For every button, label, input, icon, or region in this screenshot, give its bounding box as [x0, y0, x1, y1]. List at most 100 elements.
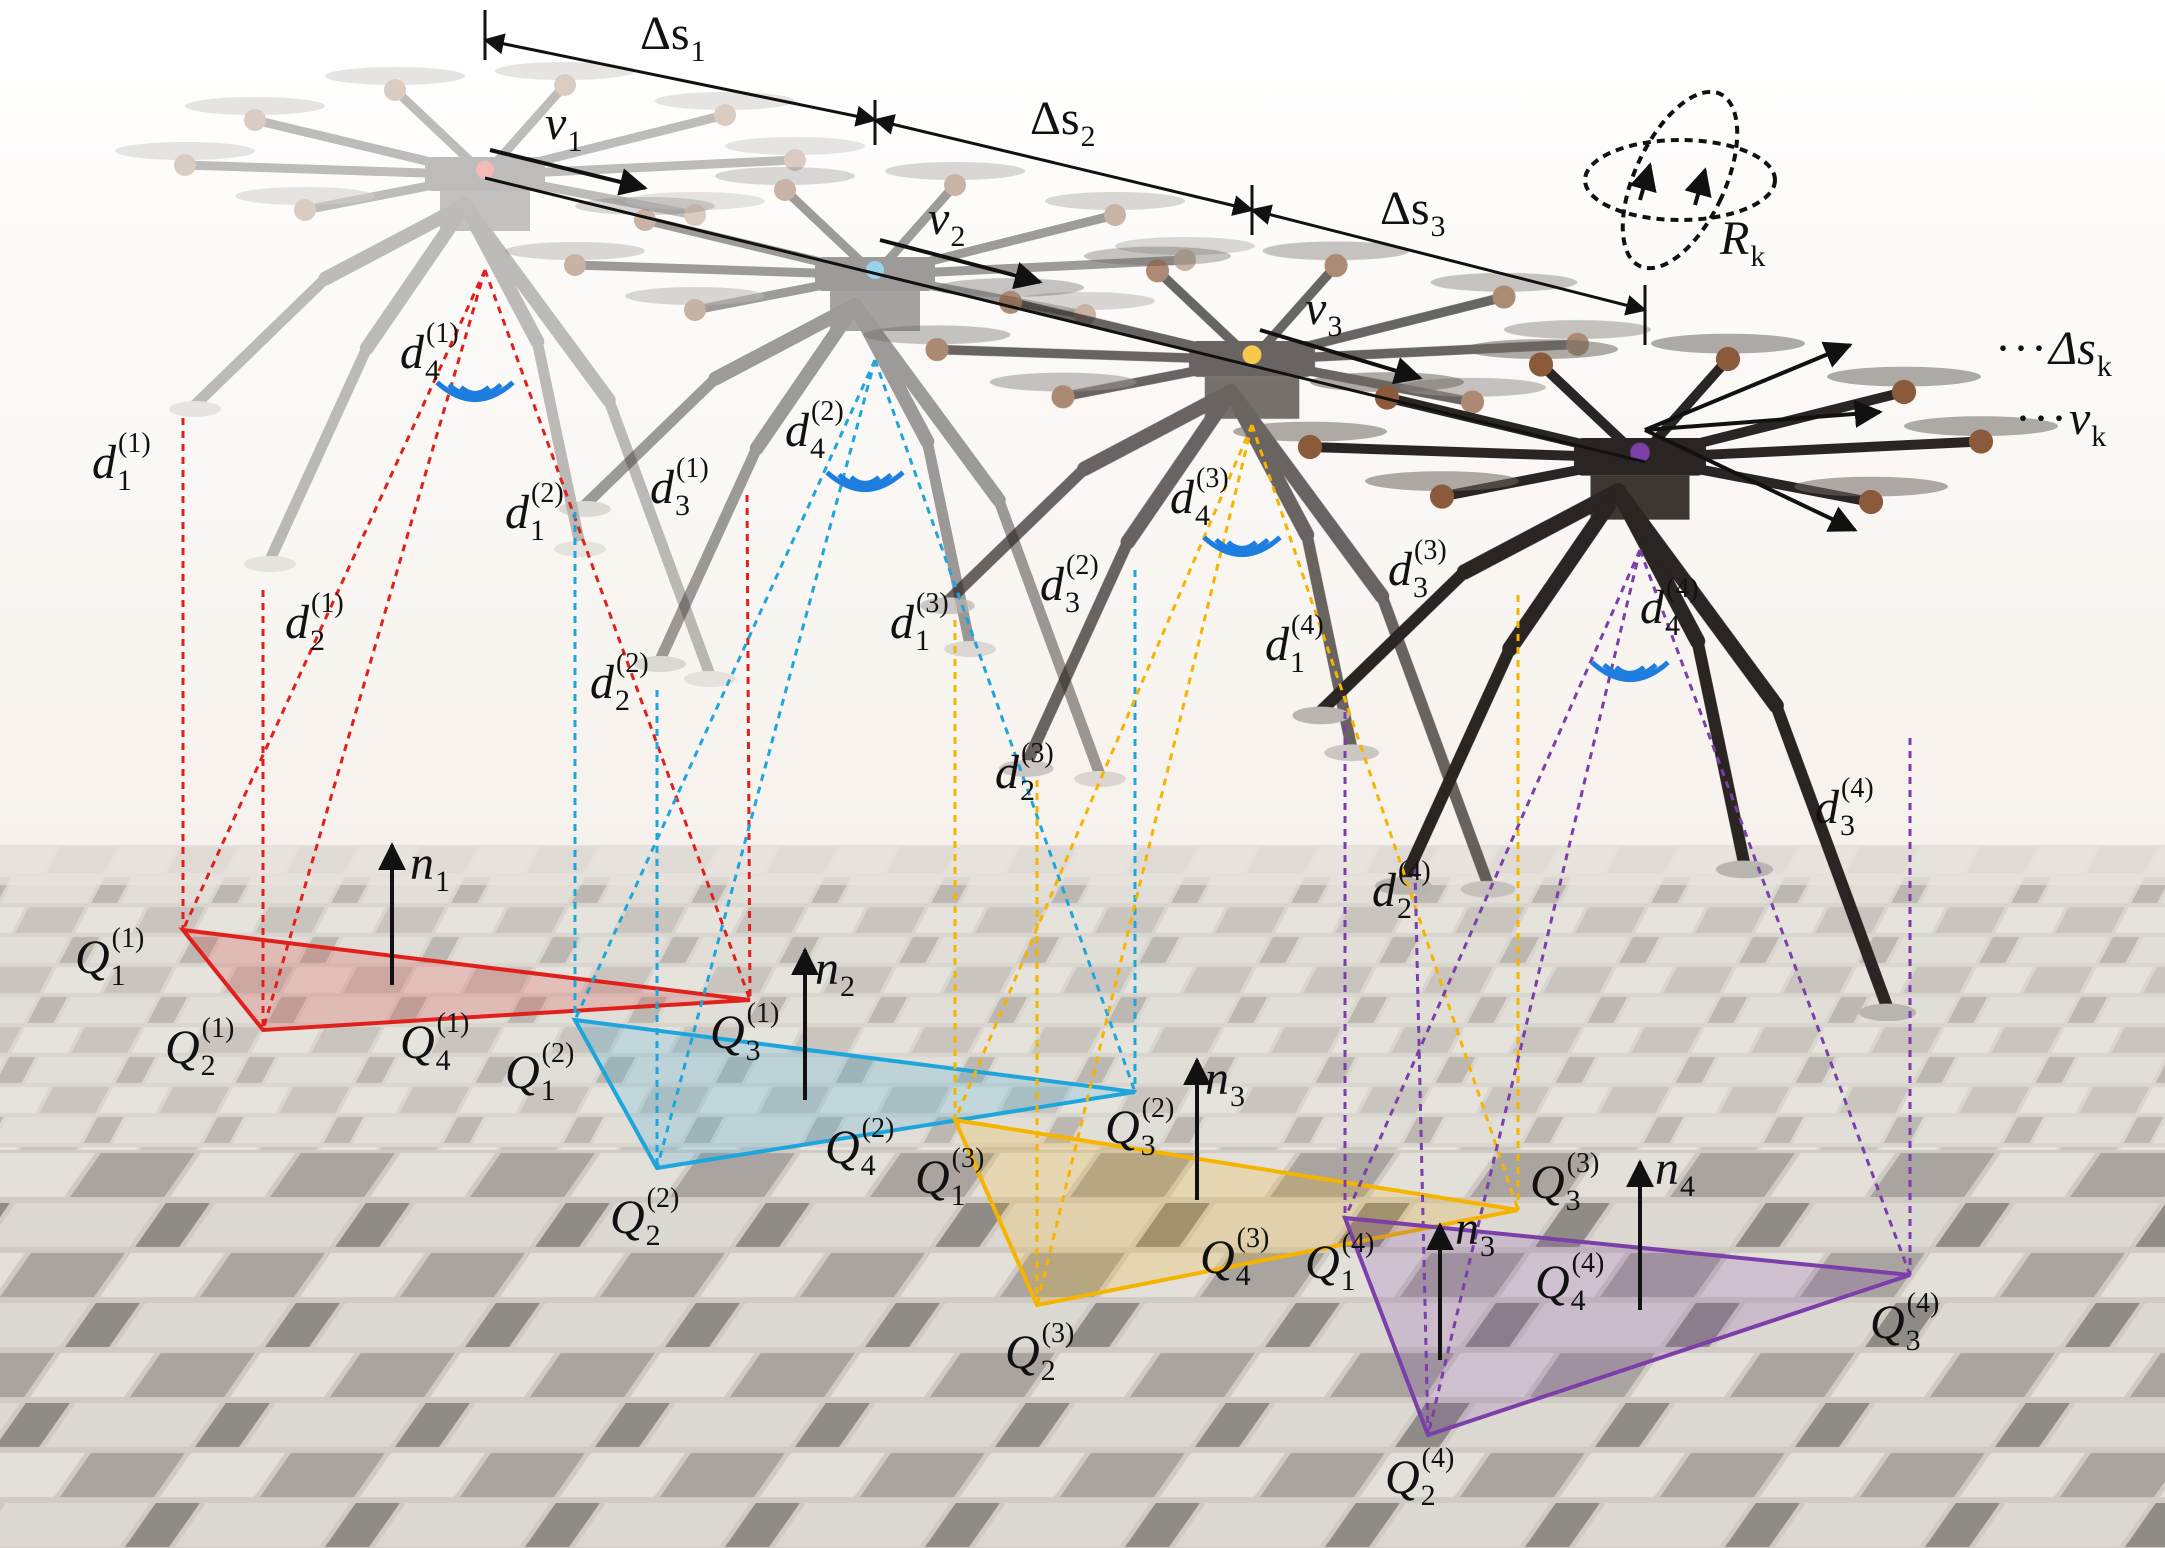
trajectory-line	[484, 176, 1646, 464]
symbol-superscript: (3)	[951, 1143, 985, 1174]
ground-point-label: Q4(3)	[1200, 1225, 1269, 1291]
symbol-superscript: (4)	[1571, 1248, 1605, 1279]
ground-point-label: Q3(4)	[1870, 1290, 1939, 1356]
symbol-base: Q	[505, 1046, 540, 1099]
interval-arrow	[482, 33, 878, 127]
symbol-base: d	[1815, 781, 1839, 834]
ground-point-label: Q2(4)	[1385, 1445, 1454, 1511]
range-ray	[261, 269, 487, 1031]
foot-point-label: d2(2)	[590, 650, 649, 716]
symbol-superscript: (2)	[861, 1113, 895, 1144]
symbol-subscript: 3	[1565, 1184, 1581, 1217]
symbol-subscript: 1	[915, 624, 930, 657]
symbol-base: d	[285, 596, 309, 649]
ellipsis-dots: ···	[2015, 392, 2069, 445]
symbol-base: d	[995, 746, 1019, 799]
leg-projection-line	[1413, 869, 1430, 1436]
frame-3	[951, 424, 1520, 1308]
symbol-base: Q	[610, 1191, 645, 1244]
symbol-subscript: 4	[810, 432, 825, 465]
symbol-subscript: k	[2091, 420, 2107, 453]
range-ray	[573, 359, 877, 1021]
interval-label: Δs1	[640, 10, 706, 67]
symbol-base: n	[410, 837, 434, 890]
ground-point-label: Q4(2)	[825, 1115, 894, 1181]
symbol-subscript: 2	[615, 684, 630, 717]
symbol-base: d	[1640, 581, 1664, 634]
symbol-base: Q	[710, 1006, 745, 1059]
symbol-superscript: (2)	[616, 648, 649, 679]
symbol-subscript: 2	[310, 624, 325, 657]
symbol-subscript: 3	[745, 1034, 761, 1067]
interval-arrow	[872, 114, 1255, 216]
foot-point-label: d3(2)	[1040, 552, 1099, 618]
symbol-base: d	[400, 326, 424, 379]
symbol-base: v	[2068, 392, 2091, 445]
symbol-superscript: (1)	[436, 1008, 470, 1039]
symbol-superscript: (3)	[916, 588, 949, 619]
symbol-base: Q	[915, 1151, 950, 1204]
symbol-subscript: 1	[950, 1179, 966, 1212]
symbol-subscript: 2	[840, 970, 855, 1003]
motion-layer	[482, 10, 1883, 532]
future-interval-label: ···Δsk	[1995, 325, 2112, 382]
ground-plane-triangle	[1341, 1215, 1911, 1438]
interval-label: Δs3	[1380, 185, 1446, 242]
symbol-base: Q	[400, 1016, 435, 1069]
velocity-arrow	[489, 148, 648, 196]
arrow-icon	[1644, 341, 1853, 432]
symbol-subscript: 3	[1413, 571, 1428, 604]
symbol-subscript: 3	[1065, 586, 1080, 619]
range-ray	[655, 359, 877, 1169]
ground-plane-triangle	[571, 1017, 1136, 1171]
ground-point-label: Q1(1)	[75, 925, 144, 991]
symbol-subscript: 3	[1905, 1324, 1921, 1357]
symbol-subscript: 2	[950, 220, 966, 253]
symbol-base: Q	[75, 931, 110, 984]
symbol-base: d	[650, 461, 674, 514]
future-velocity-label: ···vk	[2015, 395, 2106, 452]
symbol-subscript: 4	[1570, 1284, 1586, 1317]
foot-point-label: d3(3)	[1388, 537, 1447, 603]
symbol-base: d	[785, 404, 809, 457]
symbol-subscript: 2	[1080, 120, 1096, 153]
symbol-superscript: (2)	[1066, 550, 1099, 581]
symbol-base: Q	[165, 1021, 200, 1074]
ground-point-label: Q3(1)	[710, 1000, 779, 1066]
leg-projection-line	[745, 494, 752, 1001]
ground-point-label: Q2(1)	[165, 1015, 234, 1081]
rotation-icon	[1583, 89, 1777, 271]
frames-layer	[178, 269, 1912, 1438]
symbol-superscript: (2)	[541, 1038, 575, 1069]
frame-4	[1341, 549, 1912, 1438]
paved-ground	[0, 845, 2165, 1548]
symbol-subscript: 4	[860, 1149, 876, 1182]
symbol-subscript: k	[2096, 350, 2112, 383]
symbol-base: Δs	[640, 7, 690, 60]
symbol-superscript: (2)	[811, 396, 844, 427]
symbol-base: d	[92, 436, 116, 489]
symbol-base: Q	[1105, 1101, 1140, 1154]
symbol-superscript: (1)	[201, 1013, 235, 1044]
range-ray	[1035, 424, 1254, 1306]
symbol-base: d	[890, 596, 914, 649]
symbol-base: Q	[1200, 1231, 1235, 1284]
symbol-base: Δs	[2048, 322, 2096, 375]
normal-label: n2	[815, 945, 855, 1002]
symbol-base: v	[1305, 282, 1327, 335]
symbol-base: Q	[1530, 1156, 1565, 1209]
symbol-subscript: 3	[1327, 310, 1343, 343]
symbol-base: n	[1455, 1202, 1479, 1255]
foot-point-label: d1(4)	[1265, 612, 1324, 678]
velocity-arrow	[879, 238, 1043, 290]
symbol-subscript: 3	[1230, 1080, 1245, 1113]
symbol-superscript: (2)	[1141, 1093, 1175, 1124]
arrow-icon	[1684, 167, 1712, 206]
hub-marker	[476, 161, 494, 179]
symbol-superscript: (2)	[646, 1183, 680, 1214]
symbol-base: d	[1372, 864, 1396, 917]
foot-point-label: d1(1)	[92, 430, 151, 496]
symbol-superscript: (4)	[1841, 773, 1874, 804]
ground-plane-triangle	[951, 1117, 1519, 1308]
